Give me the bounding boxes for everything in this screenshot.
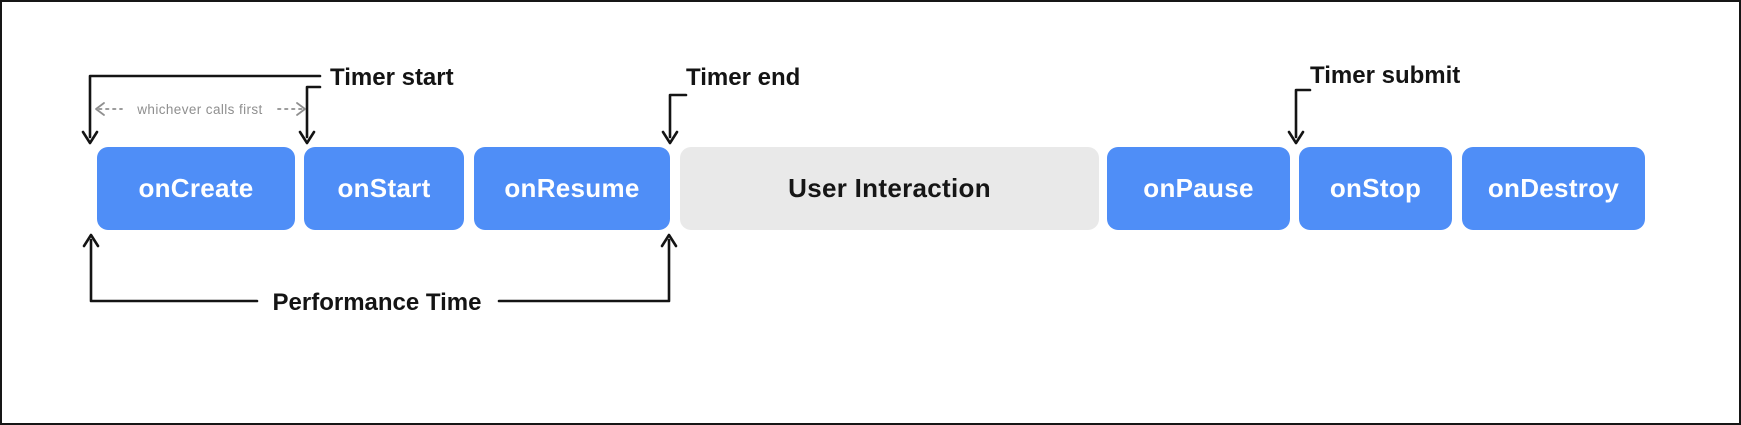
timer-submit-label: Timer submit <box>1310 62 1461 89</box>
box-onpause: onPause <box>1107 147 1290 230</box>
box-user-interaction: User Interaction <box>680 147 1099 230</box>
performance-line-left <box>89 238 259 303</box>
right-arrowhead-icon <box>296 102 306 116</box>
down-arrowhead-icon <box>81 130 99 145</box>
timer-submit-line <box>1294 88 1312 139</box>
whichever-calls-first-label: whichever calls first <box>137 102 263 117</box>
up-arrowhead-icon <box>660 233 678 248</box>
up-arrowhead-icon <box>82 233 100 248</box>
box-oncreate: onCreate <box>97 147 295 230</box>
performance-time-label: Performance Time <box>272 289 482 316</box>
box-onresume: onResume <box>474 147 670 230</box>
left-arrowhead-icon <box>95 102 105 116</box>
box-onstart: onStart <box>304 147 464 230</box>
timer-end-line <box>668 93 688 139</box>
timer-start-line-right <box>305 85 322 139</box>
timer-end-label: Timer end <box>686 64 801 91</box>
box-ondestroy: onDestroy <box>1462 147 1645 230</box>
down-arrowhead-icon <box>661 130 679 145</box>
box-onstop: onStop <box>1299 147 1452 230</box>
timer-start-label: Timer start <box>330 64 454 91</box>
performance-line-right <box>497 238 671 303</box>
down-arrowhead-icon <box>1287 130 1305 145</box>
down-arrowhead-icon <box>298 130 316 145</box>
